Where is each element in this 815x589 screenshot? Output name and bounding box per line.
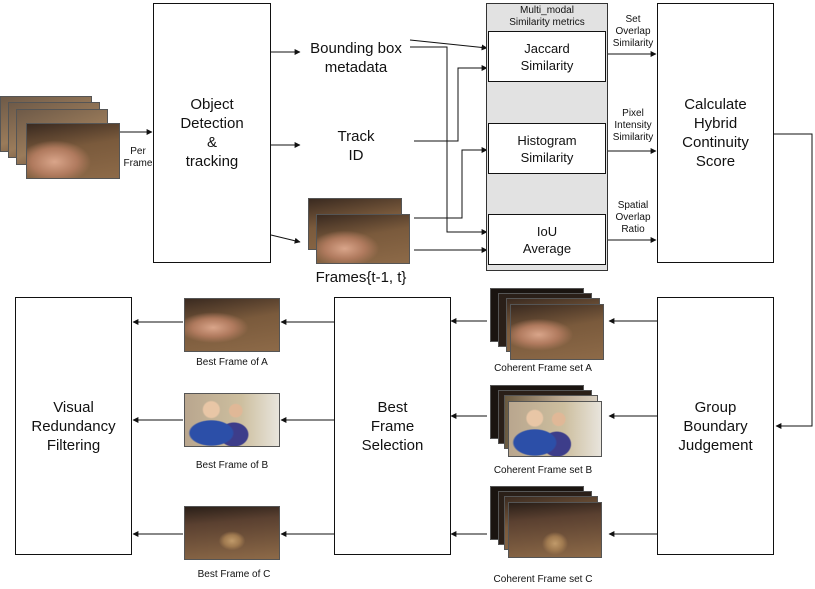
spatial-overlap-label: Spatial Overlap Ratio — [615, 200, 651, 235]
best-frame-selection-box: Best Frame Selection — [334, 297, 451, 555]
histogram-similarity-label: Histogram Similarity — [517, 132, 577, 165]
pixel-intensity-label: Pixel Intensity Similarity — [612, 108, 654, 143]
bbox-metadata-label: Bounding box metadata — [310, 40, 402, 76]
frames-label: Frames{t-1, t} — [315, 269, 407, 286]
iou-average-label: IoU Average — [522, 223, 572, 256]
visual-redundancy-box: Visual Redundancy Filtering — [15, 297, 132, 555]
jaccard-similarity-box: Jaccard Similarity — [488, 31, 606, 82]
best-frame-selection-label: Best Frame Selection — [361, 398, 424, 454]
visual-redundancy-label: Visual Redundancy Filtering — [31, 398, 116, 454]
jaccard-similarity-label: Jaccard Similarity — [520, 40, 574, 73]
object-detection-box: Object Detection & tracking — [153, 3, 271, 263]
hybrid-continuity-label: Calculate Hybrid Continuity Score — [682, 96, 749, 170]
best-frame-c-image — [184, 506, 280, 560]
group-boundary-box: Group Boundary Judgement — [657, 297, 774, 555]
best-frame-b-label: Best Frame of B — [195, 460, 269, 471]
best-frame-a-label: Best Frame of A — [196, 357, 268, 368]
per-frame-label: Per Frame — [123, 146, 153, 169]
best-frame-b-image — [184, 393, 280, 447]
track-id-label: Track ID — [337, 128, 375, 164]
best-frame-c-label: Best Frame of C — [197, 569, 271, 580]
coherent-set-a-label: Coherent Frame set A — [494, 363, 592, 374]
hybrid-continuity-box: Calculate Hybrid Continuity Score — [657, 3, 774, 263]
histogram-similarity-box: Histogram Similarity — [488, 123, 606, 174]
metrics-group-title: Multi_modal Similarity metrics — [509, 5, 585, 28]
iou-average-box: IoU Average — [488, 214, 606, 265]
coherent-set-c-label: Coherent Frame set C — [493, 574, 593, 585]
group-boundary-label: Group Boundary Judgement — [678, 398, 753, 454]
set-overlap-label: Set Overlap Similarity — [612, 14, 654, 49]
coherent-set-b-label: Coherent Frame set B — [493, 465, 593, 476]
object-detection-label: Object Detection & tracking — [180, 96, 244, 170]
best-frame-a-image — [184, 298, 280, 352]
